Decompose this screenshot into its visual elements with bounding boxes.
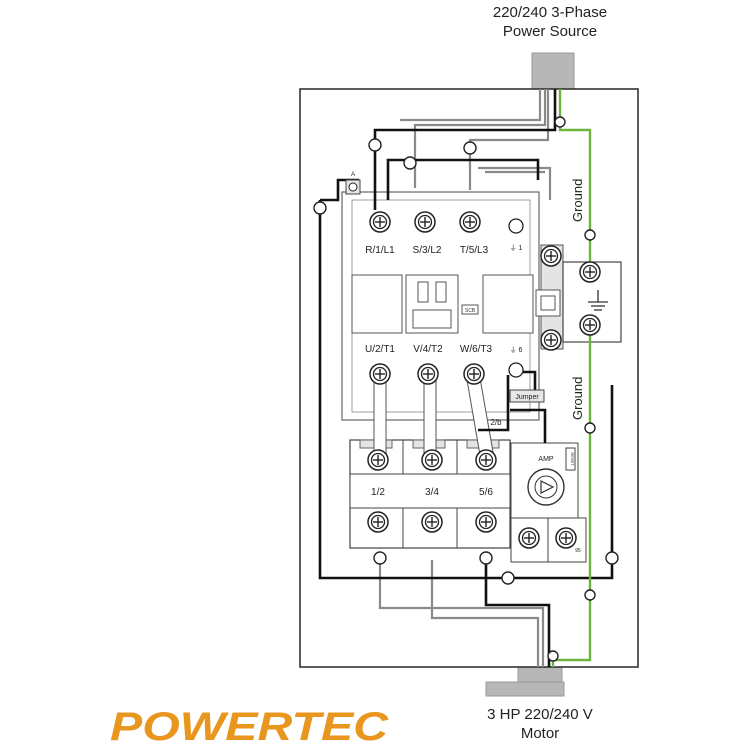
aux-top-label: ⏚ 1 bbox=[510, 244, 523, 252]
amp-label: AMP bbox=[538, 456, 554, 463]
ground-bar-bottom-screw bbox=[540, 329, 562, 351]
terminal-t1-screw bbox=[369, 363, 391, 385]
reset-label: RESET bbox=[570, 452, 575, 466]
powertec-logo: POWERTEC bbox=[110, 706, 389, 748]
jumper-box bbox=[509, 389, 545, 403]
dark-wires bbox=[318, 89, 614, 667]
terminal-l2-label: S/3/L2 bbox=[413, 245, 442, 256]
overload-bottom-screw-2 bbox=[421, 511, 443, 533]
overload-aux-screw-1 bbox=[518, 527, 540, 549]
motor-caption: 3 HP 220/240 V Motor bbox=[440, 705, 640, 743]
overload-bottom-screw-1 bbox=[367, 511, 389, 533]
power-source-line-2: Power Source bbox=[502, 23, 598, 40]
contact-a-label: A bbox=[351, 172, 355, 178]
overload-1-2-label: 1/2 bbox=[371, 487, 385, 498]
power-source-caption: 220/240 3-Phase Power Source bbox=[440, 3, 660, 41]
ground-label-bottom: Ground bbox=[570, 377, 585, 420]
ground-terminal-top-screw bbox=[579, 261, 601, 283]
contactor-right-block bbox=[482, 274, 534, 334]
terminal-l1-label: R/1/L1 bbox=[365, 245, 395, 256]
ground-label-top: Ground bbox=[570, 179, 585, 222]
motor-caption-line-1: 3 HP 220/240 V bbox=[487, 706, 593, 723]
aux-bottom-label: ⏚ 6 bbox=[510, 346, 523, 354]
terminal-t2-label: V/4/T2 bbox=[413, 344, 443, 355]
terminal-l1-screw bbox=[369, 211, 391, 233]
aux-2-label: 2/b bbox=[490, 418, 502, 427]
power-source-conduit bbox=[531, 52, 575, 90]
powertec-logo-wordmark: POWERTEC bbox=[110, 706, 389, 748]
terminal-l3-screw bbox=[459, 211, 481, 233]
motor-conduit-base bbox=[485, 681, 565, 697]
overload-top-screw-3 bbox=[475, 449, 497, 471]
overload-mark-label: 95 bbox=[575, 548, 581, 554]
ground-wire bbox=[551, 89, 592, 667]
terminal-l3-label: T/5/L3 bbox=[460, 245, 489, 256]
power-source-line-1: 220/240 3-Phase bbox=[492, 4, 608, 21]
terminal-t2-screw bbox=[417, 363, 439, 385]
terminal-t1-label: U/2/T1 bbox=[365, 344, 395, 355]
terminal-t3-screw bbox=[463, 363, 485, 385]
overload-5-6-label: 5/6 bbox=[479, 487, 493, 498]
junction-points bbox=[313, 116, 619, 662]
link-bars bbox=[373, 377, 494, 456]
overload-top-screw-1 bbox=[367, 449, 389, 471]
jumper-label: Jumper bbox=[515, 394, 539, 401]
coil-tag: SCB bbox=[465, 308, 476, 314]
terminal-t3-label: W/6/T3 bbox=[460, 344, 493, 355]
overload-bottom-screw-3 bbox=[475, 511, 497, 533]
overload-top-screw-2 bbox=[421, 449, 443, 471]
overload-3-4-label: 3/4 bbox=[425, 487, 439, 498]
ground-terminal-bottom-screw bbox=[579, 314, 601, 336]
ground-bar-top-screw bbox=[540, 245, 562, 267]
motor-caption-line-2: Motor bbox=[520, 725, 560, 742]
overload-aux-screw-2 bbox=[555, 527, 577, 549]
ground-symbol bbox=[588, 290, 608, 311]
contactor-left-block bbox=[351, 274, 403, 334]
terminal-l2-screw bbox=[414, 211, 436, 233]
